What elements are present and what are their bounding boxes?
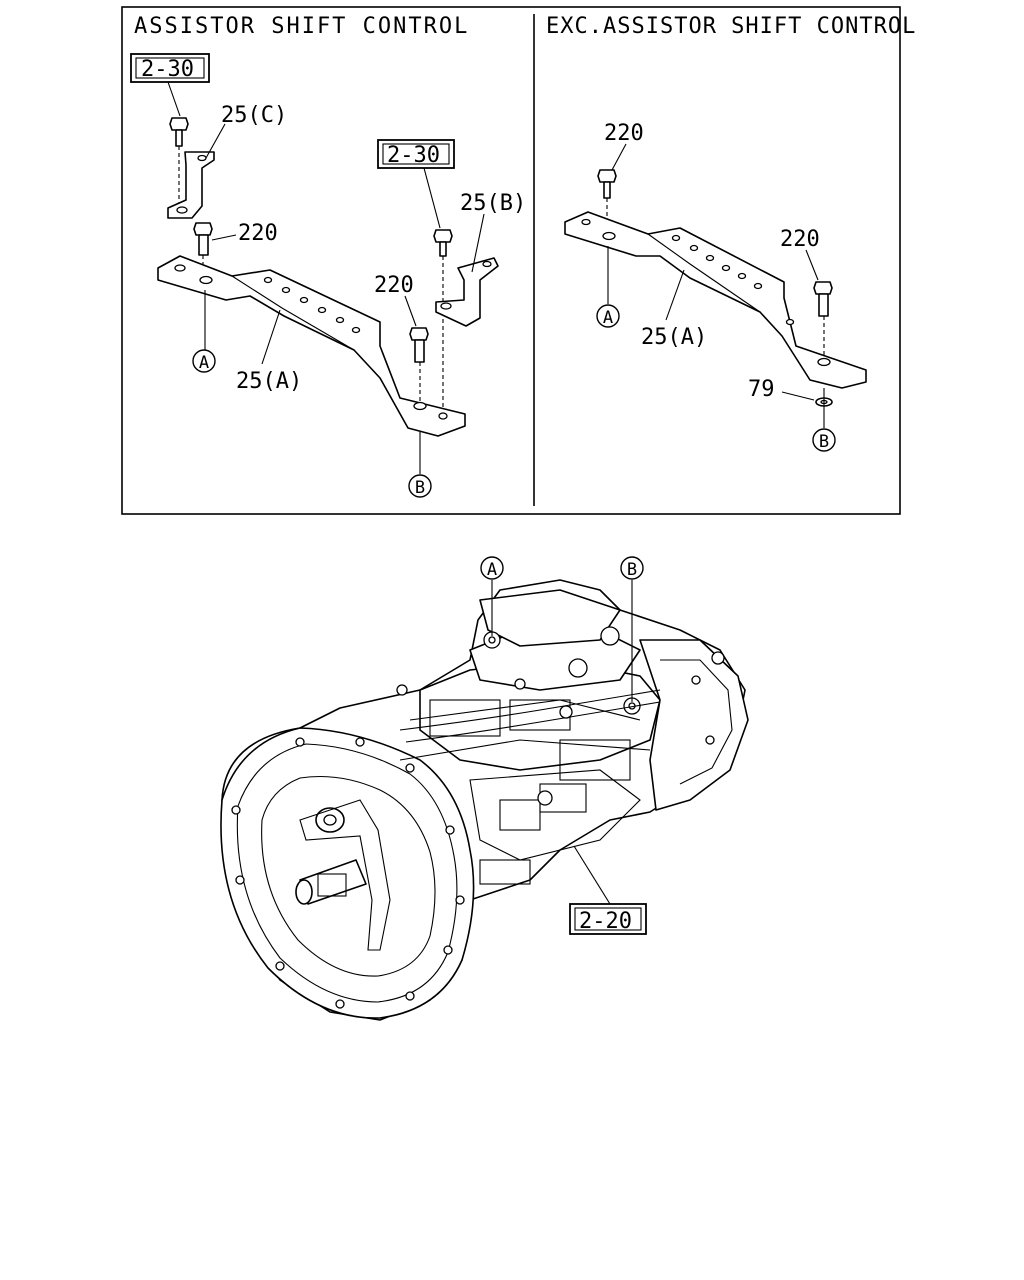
svg-text:2-30: 2-30 [387, 143, 440, 168]
marker-b-transmission: B [620, 556, 644, 580]
svg-text:B: B [415, 478, 425, 498]
svg-text:2-20: 2-20 [579, 909, 632, 934]
bracket-25b [435, 257, 499, 327]
bracket-25c [167, 151, 215, 219]
svg-text:B: B [819, 432, 829, 452]
right-panel-title: EXC.ASSISTOR SHIFT CONTROL [546, 14, 916, 39]
marker-b-right: B [812, 428, 836, 452]
bolt-icon [169, 117, 189, 147]
transmission-illustration [220, 579, 749, 1021]
left-panel-title: ASSISTOR SHIFT CONTROL [134, 14, 469, 39]
label-25c: 25(C) [221, 103, 287, 128]
svg-text:A: A [487, 560, 497, 580]
label-25a-right: 25(A) [641, 325, 707, 350]
svg-text:A: A [603, 308, 613, 328]
bolt-icon [813, 281, 833, 317]
bolt-icon [193, 222, 213, 256]
label-25b: 25(B) [460, 191, 526, 216]
label-220-left-b: 220 [374, 273, 414, 298]
ref-2-30-mid[interactable]: 2-30 [377, 139, 455, 169]
leader-2-30-top [167, 81, 181, 117]
label-25a-left: 25(A) [236, 369, 302, 394]
bolt-icon [433, 229, 453, 257]
label-220-left-a: 220 [238, 221, 278, 246]
svg-text:A: A [199, 353, 209, 373]
ref-2-30-top[interactable]: 2-30 [130, 53, 210, 83]
label-79: 79 [748, 377, 775, 402]
bolt-icon [597, 169, 617, 199]
svg-text:B: B [627, 560, 637, 580]
marker-a-right: A [596, 304, 620, 328]
crossmember-25a-right [564, 211, 867, 389]
marker-a-left: A [192, 349, 216, 373]
ref-2-20[interactable]: 2-20 [569, 903, 647, 935]
crossmember-25a-left [157, 255, 466, 437]
marker-b-left: B [408, 474, 432, 498]
marker-a-transmission: A [480, 556, 504, 580]
diagram-frame [121, 6, 901, 515]
label-220-right-a: 220 [604, 121, 644, 146]
svg-text:2-30: 2-30 [141, 57, 194, 82]
bolt-icon [409, 327, 429, 363]
label-220-right-b: 220 [780, 227, 820, 252]
